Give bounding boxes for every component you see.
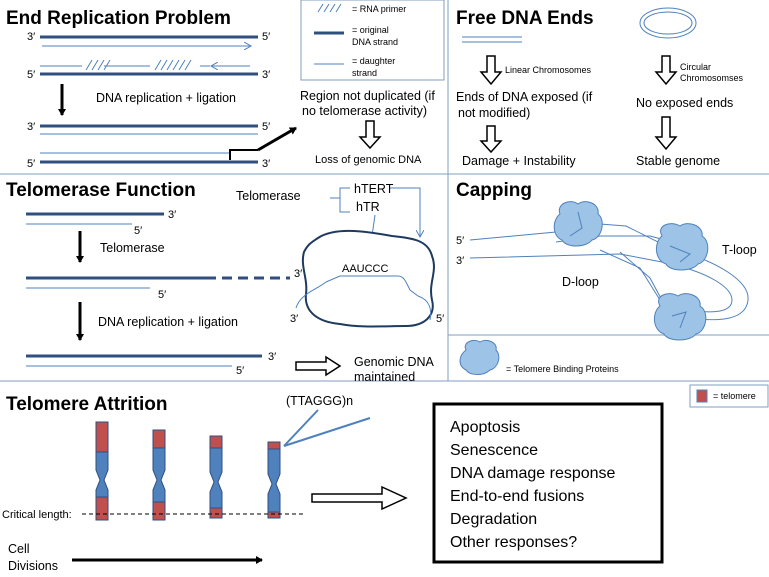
- response-item: Degradation: [450, 511, 537, 528]
- linear-chromosomes-label: Linear Chromosomes: [505, 65, 592, 75]
- rna-primer-icon: [317, 3, 342, 13]
- telomere-attrition-title: Telomere Attrition: [6, 394, 168, 415]
- prime-label: 3′: [27, 121, 35, 133]
- hollow-arrow-down: [358, 120, 382, 150]
- prime-label: 3′: [27, 31, 35, 43]
- cell-divisions-line2: Divisions: [8, 559, 58, 573]
- response-item: End-to-end fusions: [450, 488, 584, 505]
- protein-legend-icon: [459, 339, 500, 375]
- telomere-legend-icon: [696, 389, 708, 403]
- response-item: Apoptosis: [450, 419, 520, 436]
- region-not-duplicated-line2: no telomerase activity): [302, 104, 427, 118]
- prime-label: 5′: [262, 31, 270, 43]
- region-not-duplicated-line1: Region not duplicated (if: [300, 89, 435, 103]
- telomere-binding-proteins: [553, 201, 709, 341]
- circular-dna-icon: [639, 7, 697, 39]
- chromosome-3: [209, 435, 223, 519]
- chromosome-2: [152, 429, 166, 521]
- okazaki-fragments: [40, 59, 250, 71]
- genomic-dna-maintained-line1: Genomic DNA: [354, 355, 435, 369]
- prime-label: 5′: [134, 225, 142, 237]
- stable-genome-label: Stable genome: [636, 154, 720, 168]
- hollow-arrow-right: [295, 355, 342, 377]
- prime-label: 3′: [294, 268, 302, 280]
- circular-chromosomes-label: Chromosomses: [680, 73, 744, 83]
- hollow-arrow-right: [311, 485, 408, 511]
- capping-section: Capping 5′ 3′ T-loop D-loop = Telomere B…: [456, 180, 757, 375]
- t-loop-strands: [469, 223, 749, 321]
- telomerase-function-title: Telomerase Function: [6, 180, 196, 201]
- legend-daughter-label: strand: [352, 68, 377, 78]
- htr-label: hTR: [356, 200, 380, 214]
- chromosome-4: [267, 441, 281, 519]
- template-strand: [325, 275, 419, 297]
- prime-label: 5′: [27, 69, 35, 81]
- free-dna-ends-title: Free DNA Ends: [456, 8, 594, 29]
- free-dna-ends-section: Free DNA Ends Linear Chromosomes Circula…: [456, 7, 744, 168]
- pointer-arrow: [257, 126, 297, 152]
- circular-chromosomes-label: Circular: [680, 62, 711, 72]
- rna-template-label: AAUCCC: [342, 263, 389, 275]
- telomerase-enzyme-label: Telomerase: [236, 189, 301, 203]
- d-loop-label: D-loop: [562, 275, 599, 289]
- ends-exposed-line1: Ends of DNA exposed (if: [456, 90, 593, 104]
- telomerase-step-label: Telomerase: [100, 241, 165, 255]
- telomere-legend-label: = telomere: [713, 391, 756, 401]
- replication-step-label: DNA replication + ligation: [98, 315, 238, 329]
- end-replication-title: End Replication Problem: [6, 8, 231, 29]
- critical-length-label: Critical length:: [2, 509, 72, 521]
- telomerase-enzyme-shape: [301, 229, 435, 328]
- legend-original-label: DNA strand: [352, 37, 398, 47]
- prime-label: 3′: [290, 313, 298, 325]
- prime-label: 3′: [268, 351, 276, 363]
- hollow-arrow-down: [654, 55, 678, 86]
- no-exposed-ends-label: No exposed ends: [636, 96, 733, 110]
- telomere-legend-box: [689, 384, 769, 408]
- loss-of-dna-label: Loss of genomic DNA: [315, 154, 422, 166]
- prime-label: 3′: [262, 158, 270, 170]
- end-replication-section: End Replication Problem 3′ 5′ 5′ 3′ DNA …: [6, 8, 435, 170]
- prime-label: 5′: [236, 365, 244, 377]
- prime-label: 5′: [456, 235, 464, 247]
- prime-label: 5′: [27, 158, 35, 170]
- legend-original-label: = original: [352, 25, 389, 35]
- template-strand-tail: [417, 295, 432, 321]
- genomic-dna-maintained-line2: maintained: [354, 370, 415, 384]
- prime-label: 3′: [168, 209, 176, 221]
- capping-title: Capping: [456, 180, 532, 201]
- gap-bracket: [229, 149, 258, 160]
- response-item: Other responses?: [450, 534, 577, 551]
- prime-label: 3′: [262, 69, 270, 81]
- damage-instability-label: Damage + Instability: [462, 154, 576, 168]
- protein-legend-label: = Telomere Binding Proteins: [506, 364, 619, 374]
- prime-label: 5′: [262, 121, 270, 133]
- legend-daughter-label: = daughter: [352, 56, 395, 66]
- response-item: DNA damage response: [450, 465, 616, 482]
- htert-label: hTERT: [354, 182, 394, 196]
- htert-pointer: [390, 187, 420, 236]
- prime-label: 5′: [436, 313, 444, 325]
- strand-legend: = RNA primer = original DNA strand = dau…: [300, 0, 445, 81]
- enzyme-bracket: [330, 187, 350, 213]
- hollow-arrow-down: [654, 116, 678, 151]
- legend-primer-label: = RNA primer: [352, 4, 406, 14]
- ends-exposed-line2: not modified): [458, 106, 530, 120]
- cell-divisions-line1: Cell: [8, 542, 30, 556]
- repeat-label: (TTAGGG)n: [286, 394, 353, 408]
- template-strand-tail: [295, 281, 327, 309]
- prime-label: 5′: [158, 289, 166, 301]
- hollow-arrow-down: [479, 125, 503, 154]
- telomerase-section: Telomerase Function 3′ 5′ Telomerase 3′ …: [6, 180, 444, 384]
- t-loop-label: T-loop: [722, 243, 757, 257]
- response-item: Senescence: [450, 442, 538, 459]
- responses-box: [432, 402, 664, 564]
- replication-step-label: DNA replication + ligation: [96, 91, 236, 105]
- section-dividers: [0, 0, 769, 382]
- chromosome-1: [95, 421, 109, 521]
- prime-label: 3′: [456, 255, 464, 267]
- hollow-arrow-down: [479, 55, 503, 86]
- telomere-attrition-section: Telomere Attrition = telomere (TTAGGG)n: [2, 384, 769, 573]
